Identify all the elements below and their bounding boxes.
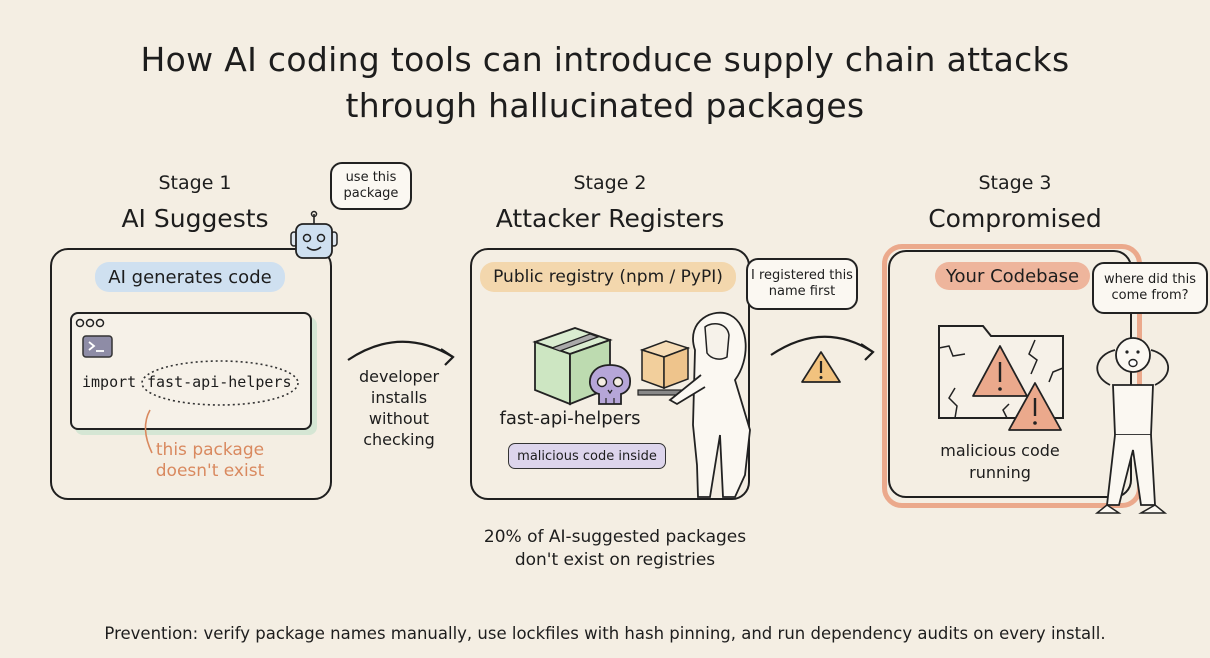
small-package-icon — [637, 340, 713, 396]
terminal-icon — [82, 335, 113, 358]
stage1-title: AI Suggests — [121, 204, 269, 233]
stage3-panel — [888, 250, 1132, 498]
stage3-title: Compromised — [928, 204, 1102, 233]
malicious-code-tag: malicious code inside — [508, 443, 666, 469]
skull-icon — [589, 364, 631, 405]
diagram-title-line1: How AI coding tools can introduce supply… — [140, 40, 1070, 79]
arrow1-label: developer installs without checking — [358, 367, 440, 449]
registered-package-name: fast-api-helpers — [499, 408, 641, 429]
import-keyword: import — [82, 373, 137, 391]
malicious-code-running-caption: malicious code running — [940, 441, 1060, 482]
arrow-right-icon — [347, 340, 455, 366]
stat-caption-line2: don't exist on registries — [514, 550, 716, 570]
diagram-title-line2: through hallucinated packages — [345, 86, 865, 125]
package-not-exist-annotation: this package doesn't exist — [155, 440, 265, 481]
broken-folder-icon — [938, 325, 1064, 431]
window-dots-icon — [75, 318, 105, 328]
robot-speech-bubble: use this package — [330, 162, 412, 210]
stage3-panel-glow — [882, 244, 1142, 508]
attacker-speech-bubble: I registered this name first — [746, 258, 858, 310]
victim-speech-bubble: where did this come from? — [1092, 262, 1208, 314]
stage2-label: Stage 2 — [573, 172, 647, 194]
annotation-pointer-line — [144, 409, 153, 454]
your-codebase-pill: Your Codebase — [935, 262, 1090, 290]
worried-developer-figure — [1094, 337, 1169, 514]
stage2-title: Attacker Registers — [495, 204, 725, 233]
stage1-panel — [50, 248, 332, 500]
hallucinated-package-name: fast-api-helpers — [147, 373, 292, 391]
stage3-label: Stage 3 — [978, 172, 1052, 194]
ai-generates-code-pill: AI generates code — [95, 262, 285, 292]
stat-caption-line1: 20% of AI-suggested packages — [483, 527, 747, 547]
arrow-right-icon-2 — [770, 335, 875, 361]
public-registry-pill: Public registry (npm / PyPI) — [480, 262, 736, 292]
package-box-icon — [532, 327, 613, 406]
hooded-attacker-figure — [668, 311, 751, 498]
code-window — [70, 312, 312, 430]
stage2-panel — [470, 248, 750, 500]
robot-icon — [290, 210, 338, 259]
prevention-footer: Prevention: verify package names manuall… — [104, 624, 1106, 643]
stage1-label: Stage 1 — [158, 172, 232, 194]
dotted-ellipse-highlight — [141, 360, 299, 406]
warning-icon — [801, 351, 841, 383]
